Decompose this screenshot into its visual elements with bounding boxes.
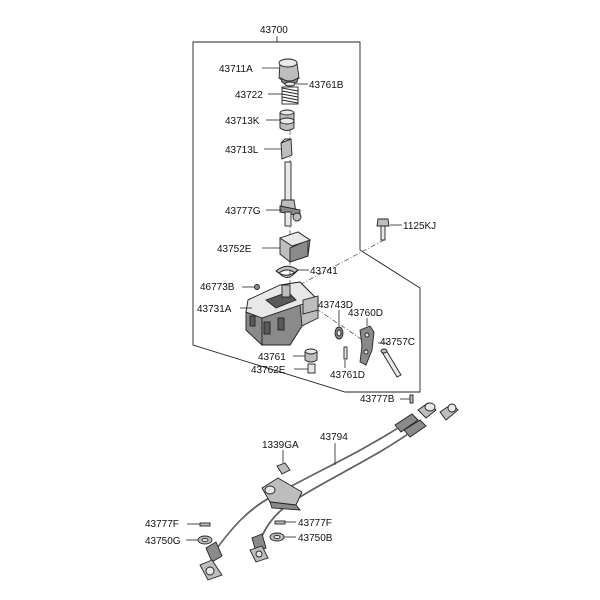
label-43711A: 43711A [219,64,253,75]
label-43713L: 43713L [225,145,259,156]
snap-ring-43741 [275,265,299,278]
label-43741: 43741 [310,266,338,277]
label-43777F-left: 43777F [145,519,179,530]
lever-43777G [279,161,302,227]
bolt-1125KJ [376,218,390,241]
washer-43750B [269,532,285,542]
pin-43757C [380,348,402,378]
clip-43777F-right [274,520,286,525]
label-43731A: 43731A [197,304,232,315]
dashed-guide-bolt [289,239,385,291]
assembly-frame [192,41,421,393]
spring-43722 [281,86,299,105]
label-43750B: 43750B [298,533,333,544]
label-43762E: 43762E [251,365,286,376]
clip-43777F-left [199,522,211,527]
label-43760D: 43760D [348,308,383,319]
cable-assembly-43794 [199,402,459,581]
spring-43743D [334,326,344,340]
label-43743D: 43743D [318,300,353,311]
label-46773B: 46773B [200,282,235,293]
shift-knob-43711A [278,58,300,86]
label-43761: 43761 [258,352,286,363]
label-43777B: 43777B [360,394,395,405]
collar-43762E [307,363,316,374]
label-43750G: 43750G [145,536,181,547]
label-43761D: 43761D [330,370,365,381]
screw-46773B [254,284,260,290]
bush-43713K [279,109,295,131]
bracket-43752E [278,231,312,263]
base-housing-43731A [245,281,319,347]
bush-43761 [304,348,318,363]
lever-bracket-43760D [359,325,375,366]
label-43722: 43722 [235,90,263,101]
label-43713K: 43713K [225,116,260,127]
clip-43777B [409,394,414,404]
label-43757C: 43757C [380,337,415,348]
label-43752E: 43752E [217,244,252,255]
label-43777G: 43777G [225,206,261,217]
clip-43713L [280,138,293,160]
label-43794: 43794 [320,432,348,443]
label-43700: 43700 [260,25,288,36]
label-1125KJ: 1125KJ [403,221,436,232]
nut-1339GA [276,462,291,475]
pin-43761D [343,346,348,360]
label-43761B: 43761B [309,80,344,91]
ring-43761B [284,81,296,87]
label-43777F-right: 43777F [298,518,332,529]
label-1339GA: 1339GA [262,440,299,451]
washer-43750G [197,535,213,545]
